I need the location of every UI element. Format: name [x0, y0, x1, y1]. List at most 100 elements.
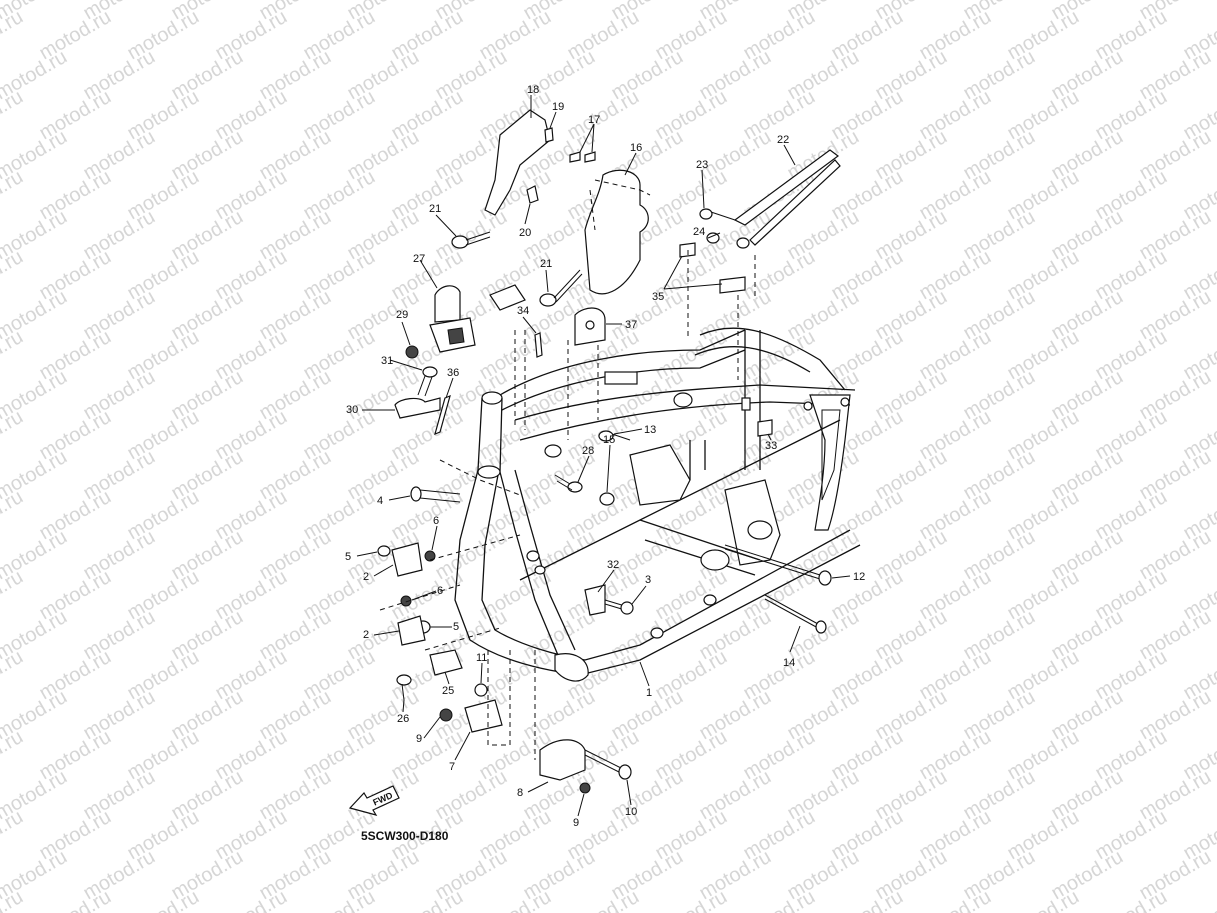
downtube-left-inner [481, 474, 499, 631]
watermark-text: motod.ru [124, 886, 203, 913]
watermark-text: motod.ru [0, 246, 27, 305]
part-29-nut [405, 345, 419, 359]
watermark-text: motod.ru [0, 406, 27, 465]
part-9b-nut [579, 782, 591, 794]
lower-cradle-left-inner [494, 529, 851, 661]
part-33-plate [757, 419, 773, 437]
part-27-bracket [489, 284, 526, 311]
callout-17: 17 [588, 114, 600, 126]
callout-9a: 9 [416, 733, 422, 745]
callout-25: 25 [442, 685, 454, 697]
watermark-text: motod.ru [476, 886, 555, 913]
callout-19: 19 [552, 101, 564, 113]
part-22-strut [749, 159, 841, 246]
part-6b-nut [400, 595, 412, 607]
callout-13: 13 [644, 424, 656, 436]
callout-16: 16 [630, 142, 642, 154]
callout-30: 30 [346, 404, 358, 416]
callout-6b: 6 [437, 585, 443, 597]
part-13-bolt [598, 430, 631, 442]
watermark-text: motod.ru [1180, 886, 1217, 913]
cradle-boss-c [650, 627, 664, 639]
backbone-tube-upper [499, 329, 746, 396]
part-2b-plate [397, 615, 426, 646]
watermark-text: motod.ru [1004, 886, 1083, 913]
part-18-bracket [484, 109, 551, 216]
diagram-code: 5SCW300-D180 [361, 829, 449, 843]
part-8-bracket [539, 739, 586, 781]
callout-29: 29 [396, 309, 408, 321]
callout-8: 8 [517, 787, 523, 799]
part-21a-bolt [451, 231, 491, 249]
watermark-text: motod.ru [212, 886, 291, 913]
rear-bracket [809, 394, 851, 531]
frame-tab-rear [741, 397, 751, 411]
callout-26: 26 [397, 713, 409, 725]
callout-34: 34 [517, 305, 529, 317]
part-22-eye [736, 237, 750, 249]
callout-5b: 5 [453, 621, 459, 633]
callout-3: 3 [645, 574, 651, 586]
downtube-right-outer [499, 471, 561, 661]
downtube-left-outer [454, 469, 479, 641]
part-5a-washer [377, 545, 391, 557]
rear-bolt-b [840, 397, 850, 407]
rear-upper-tube [699, 327, 846, 391]
watermark-text: motod.ru [388, 886, 467, 913]
part-12-bolt [724, 544, 832, 586]
callout-33: 33 [765, 440, 777, 452]
frame-boss-upper [673, 392, 693, 408]
callout-labels: 18 19 17 16 23 22 24 35 21 20 21 27 29 3… [345, 84, 865, 829]
callout-5a: 5 [345, 551, 351, 563]
pivot-struts [689, 440, 706, 480]
watermark-text: motod.ru [0, 166, 27, 225]
watermark-text: motod.ru [0, 566, 27, 625]
part-3-bolt [604, 599, 634, 615]
watermark-text: motod.ru [0, 326, 27, 385]
watermark-text: motod.ru [0, 806, 27, 865]
part-21b-bolt [539, 269, 583, 307]
part-34-strip [534, 332, 543, 358]
steering-head-tube [477, 397, 503, 473]
watermark-text: motod.ru [916, 886, 995, 913]
callout-20: 20 [519, 227, 531, 239]
callout-1: 1 [646, 687, 652, 699]
pivot-plate-left [629, 444, 691, 506]
callout-28: 28 [582, 445, 594, 457]
callout-27: 27 [413, 253, 425, 265]
parts-group [377, 109, 841, 794]
callout-21a: 21 [429, 203, 441, 215]
downtube-right-inner [514, 469, 576, 651]
watermark-text: motod.ru [36, 886, 115, 913]
watermark-text: motod.ru [300, 886, 379, 913]
callout-6a: 6 [433, 515, 439, 527]
part-25-bracket [429, 649, 463, 676]
part-23-bolt [699, 208, 736, 221]
watermark-text: motod.ru [652, 886, 731, 913]
part-15-washer [599, 492, 615, 506]
watermark-text: motod.ru [0, 726, 27, 785]
part-30-clamp [394, 397, 441, 419]
part-36-strip [434, 394, 451, 436]
watermark-text: motod.ru [0, 486, 27, 545]
callout-32: 32 [607, 559, 619, 571]
pivot-boss [747, 520, 773, 540]
leader-lines [356, 95, 851, 817]
rear-upper-tube-inner [694, 346, 811, 373]
callout-35: 35 [652, 291, 664, 303]
rear-bolt-a [803, 401, 813, 411]
upper-rail-right [519, 401, 851, 441]
callout-15: 15 [603, 434, 615, 446]
part-37-hole [585, 320, 595, 330]
callout-11: 11 [476, 652, 487, 664]
rear-bracket-window [821, 409, 841, 501]
engine-mount-boss [544, 444, 562, 458]
part-19-clip [544, 127, 554, 143]
watermark-text: motod.ru [0, 646, 27, 705]
front-cradle-joint [554, 653, 589, 682]
part-16-cover [584, 169, 649, 295]
callout-23: 23 [696, 159, 708, 171]
pivot-bushing [700, 549, 730, 571]
steering-head-bottom [477, 465, 501, 479]
